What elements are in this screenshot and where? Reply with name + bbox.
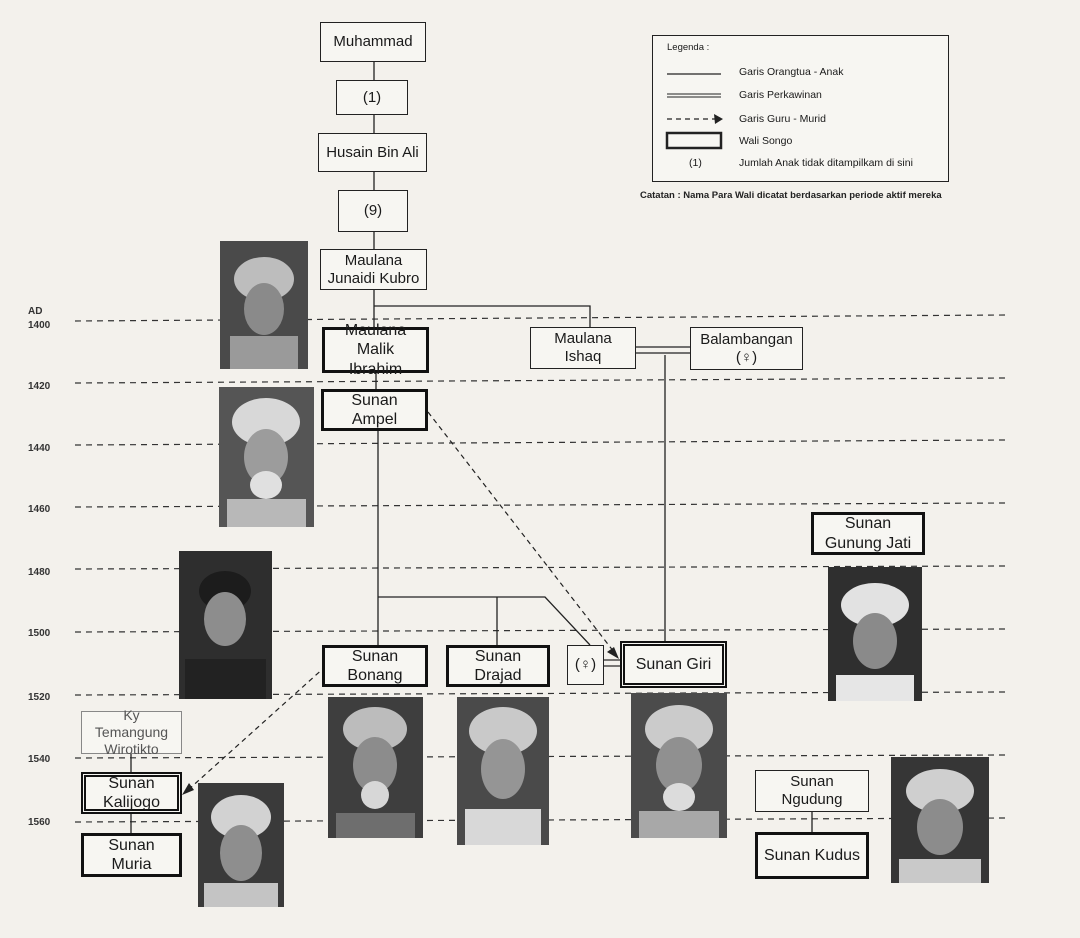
node-sunan-gunung-jati: Sunan Gunung Jati [811,512,925,555]
node-label: Balambangan (♀) [700,330,793,366]
node-ky-temangung-wirotikto: Ky Temangung Wirotikto [81,707,182,757]
node-malik-ibrahim: Maulana Malik Ibrahim [322,322,429,378]
year-1460: 1460 [28,504,51,515]
portrait-sunan-giri [631,693,727,838]
gridline-1460 [74,502,1006,508]
node-label: Sunan Kalijogo [103,774,160,811]
node-label: Husain Bin Ali [326,143,419,161]
node-sunan-drajad: Sunan Drajad [446,645,550,687]
portrait-sunan-bonang [328,697,423,838]
node-generation-9: (9) [338,190,408,232]
portrait-sunan-ampel [179,551,272,699]
turbaned-man-icon [198,783,284,907]
node-label: Maulana Ishaq [554,330,612,365]
legend-wali-box [665,131,723,150]
year-1500: 1500 [28,628,51,639]
legend-wali-songo: Wali Songo [739,135,793,147]
turbaned-man-icon [828,567,922,701]
year-1560: 1560 [28,817,51,828]
node-label: Maulana Junaidi Kubro [327,251,420,287]
node-sunan-kalijogo: Sunan Kalijogo [81,772,182,814]
portrait-malik-ibrahim [219,387,314,527]
node-label: Maulana Malik Ibrahim [344,322,407,378]
node-sunan-giri: Sunan Giri [620,641,727,688]
portrait-sunan-drajad [457,697,549,845]
gridline-1420 [74,377,1006,384]
legend-parent-child: Garis Orangtua - Anak [739,66,844,78]
legend-count-symbol: (1) [689,157,702,169]
node-label: Sunan Bonang [347,647,403,684]
year-1400: 1400 [28,320,51,331]
legend-title: Legenda : [667,42,710,53]
portrait-sunan-kalijogo [198,783,284,907]
footnote: Catatan : Nama Para Wali dicatat berdasa… [640,190,942,201]
turbaned-man-icon [631,693,727,838]
node-sunan-bonang: Sunan Bonang [322,645,428,687]
node-maulana-ishaq: Maulana Ishaq [530,327,636,369]
gridline-1400 [74,314,1006,322]
node-label: Sunan Ampel [351,391,398,428]
node-label: Sunan Giri [635,655,712,673]
legend-box: Legenda : Garis Orangtua - Anak Garis Pe… [652,35,949,182]
teacher-student-lines [187,411,615,791]
node-label: Sunan Muria [108,836,155,873]
node-label: Sunan Ngudung [781,773,843,808]
year-1520: 1520 [28,692,51,703]
portrait-sunan-kudus [891,757,989,883]
node-balambangan: Balambangan (♀) [690,327,803,370]
portrait-junaidi-kubro [220,241,308,369]
node-label: Muhammad [333,33,413,50]
year-1440: 1440 [28,443,51,454]
timeline-unit: AD [28,306,43,317]
node-husain-bin-ali: Husain Bin Ali [318,133,427,172]
legend-symbols [665,73,723,150]
turbaned-man-icon [457,697,549,845]
node-generation-1: (1) [336,80,408,115]
node-junaidi-kubro: Maulana Junaidi Kubro [320,249,427,290]
arrowheads [182,647,619,795]
node-label: Sunan Gunung Jati [824,515,912,552]
node-muhammad: Muhammad [320,22,426,62]
portrait-sunan-gunung-jati [828,567,922,701]
legend-count-note: Jumlah Anak tidak ditampilkam di sini [739,157,913,169]
node-sunan-ngudung: Sunan Ngudung [755,770,869,812]
arrow-icon [714,114,723,124]
turbaned-man-icon [219,387,314,527]
legend-marriage: Garis Perkawinan [739,89,822,101]
turbaned-man-icon [220,241,308,369]
gridline-1440 [74,439,1006,446]
parent-child-lines [130,62,813,833]
node-label: Ky Temangung Wirotikto [94,707,169,757]
node-label: (9) [363,202,383,219]
node-label: (1) [362,88,382,106]
year-1420: 1420 [28,381,51,392]
marriage-lines [604,346,690,667]
legend-teacher-student: Garis Guru - Murid [739,113,826,125]
node-female-spouse: (♀) [567,645,604,685]
year-1540: 1540 [28,754,51,765]
turbaned-man-icon [328,697,423,838]
year-1480: 1480 [28,567,51,578]
man-portrait-icon [179,551,272,699]
node-sunan-muria: Sunan Muria [81,833,182,877]
turbaned-man-icon [891,757,989,883]
node-label: Sunan Drajad [474,647,522,684]
node-sunan-kudus: Sunan Kudus [755,832,869,879]
node-label: Sunan Kudus [763,846,861,864]
node-label: (♀) [574,656,597,673]
node-sunan-ampel: Sunan Ampel [321,389,428,431]
